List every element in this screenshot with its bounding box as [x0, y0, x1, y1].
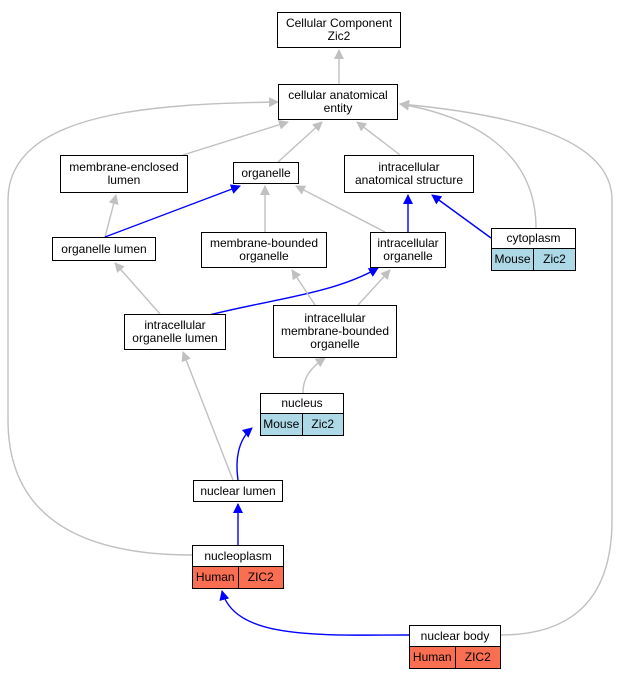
node-label: nucleoplasm	[204, 548, 272, 563]
node-label: membrane-enclosed lumen	[69, 160, 179, 187]
is-a-edge	[356, 121, 401, 156]
is-a-edge	[357, 269, 391, 306]
is-a-edge	[114, 262, 161, 315]
node-cytoplasm[interactable]: cytoplasm Mouse Zic2	[491, 228, 576, 271]
node-label: intracellular membrane-bounded organelle	[280, 311, 390, 351]
node-label: nucleus	[281, 396, 323, 410]
is-a-edge	[399, 100, 537, 229]
node-intracellular-organelle-lumen[interactable]: intracellular organelle lumen	[124, 314, 226, 350]
node-intracellular-organelle[interactable]: intracellular organelle	[370, 232, 446, 268]
is-a-edge	[277, 121, 323, 163]
node-label: organelle lumen	[61, 241, 147, 256]
node-membrane-bounded-organelle[interactable]: membrane-bounded organelle	[201, 232, 327, 268]
is-a-edge	[295, 185, 386, 233]
node-label: membrane-bounded organelle	[209, 236, 319, 263]
gene-cell: Zic2	[533, 249, 575, 270]
gene-cell: ZIC2	[454, 647, 501, 668]
node-label: intracellular anatomical structure	[354, 160, 464, 187]
is-a-edge	[181, 351, 234, 481]
species-cell: Human	[412, 650, 452, 664]
node-label: nuclear lumen	[200, 483, 276, 498]
annotation-row: Mouse Zic2	[261, 413, 343, 435]
node-label: cytoplasm	[506, 231, 561, 245]
node-label: Cellular Component Zic2	[285, 16, 393, 43]
is-a-edge	[302, 357, 326, 394]
node-nucleoplasm[interactable]: nucleoplasm Human ZIC2	[192, 545, 284, 589]
part-of-edge	[236, 427, 253, 481]
node-label: nuclear body	[420, 628, 490, 643]
is-a-edge	[104, 194, 119, 238]
part-of-edge	[219, 590, 410, 636]
node-membrane-enclosed-lumen[interactable]: membrane-enclosed lumen	[60, 155, 188, 193]
is-a-edge	[7, 97, 279, 556]
is-a-edge	[399, 99, 613, 636]
species-cell: Mouse	[494, 252, 531, 266]
annotation-row: Human ZIC2	[410, 646, 500, 668]
gene-cell: ZIC2	[237, 567, 284, 588]
node-nuclear-body[interactable]: nuclear body Human ZIC2	[409, 625, 501, 669]
part-of-edge	[431, 194, 492, 239]
is-a-edge	[182, 119, 289, 156]
annotation-row: Mouse Zic2	[492, 248, 575, 270]
part-of-edge	[189, 267, 379, 321]
node-label: organelle	[241, 165, 291, 180]
node-nucleus[interactable]: nucleus Mouse Zic2	[260, 393, 344, 436]
gene-cell: Zic2	[301, 414, 344, 435]
node-organelle-lumen[interactable]: organelle lumen	[52, 237, 156, 261]
is-a-edge	[291, 269, 316, 306]
node-label: intracellular organelle lumen	[132, 318, 218, 345]
node-organelle[interactable]: organelle	[233, 162, 299, 184]
node-cellular-component[interactable]: Cellular Component Zic2	[277, 12, 401, 48]
node-intracellular-membrane-bounded-organelle[interactable]: intracellular membrane-bounded organelle	[273, 305, 397, 358]
node-label: intracellular organelle	[377, 236, 439, 263]
annotation-row: Human ZIC2	[193, 566, 283, 588]
node-intracellular-anatomical-structure[interactable]: intracellular anatomical structure	[344, 155, 474, 193]
node-label: cellular anatomical entity	[288, 88, 388, 115]
species-cell: Mouse	[263, 417, 300, 431]
node-nuclear-lumen[interactable]: nuclear lumen	[193, 480, 283, 502]
species-cell: Human	[195, 570, 235, 584]
node-cellular-anatomical-entity[interactable]: cellular anatomical entity	[278, 84, 398, 120]
part-of-edge	[104, 184, 241, 238]
